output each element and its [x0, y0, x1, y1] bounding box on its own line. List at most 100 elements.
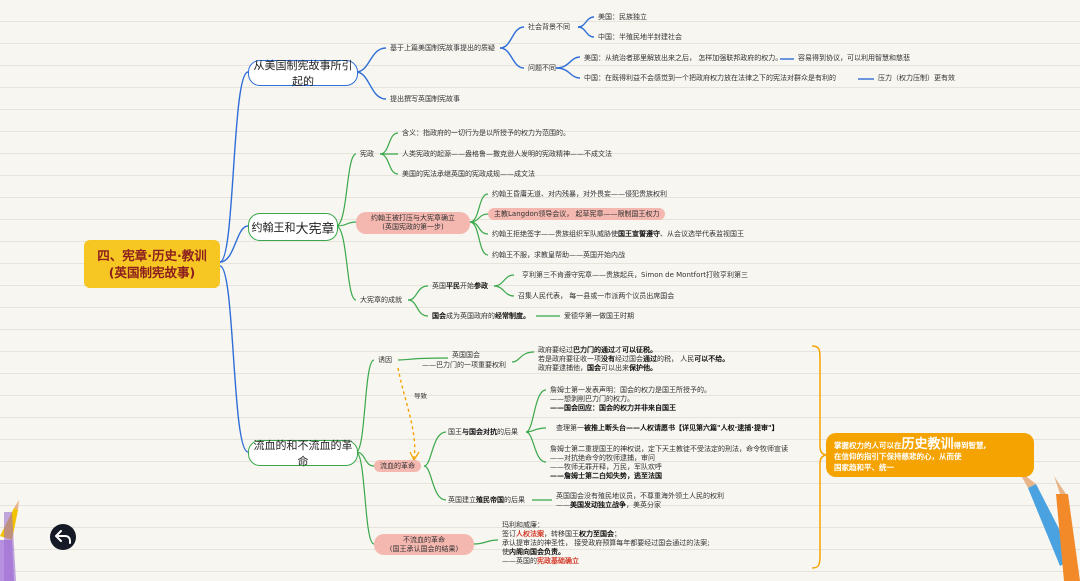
node-james-ii-flee[interactable]: ——詹姆士第二白知失势，逃至法国 [550, 472, 662, 480]
text-bold: 经常制度。 [495, 312, 530, 320]
text-part: 成为英国政府的 [446, 312, 495, 320]
summary-line-2: 在信仰的指引下保持慈悲的心，从而使 [834, 452, 962, 461]
node-uk-parliament[interactable]: 英国国会 [452, 351, 480, 359]
node-james-i-statement[interactable]: 詹姆士第一发表声明：国会的权力是国王所授予的。 [550, 386, 711, 394]
pencil-icon [0, 500, 19, 581]
text-bold: 保护他。 [629, 364, 657, 372]
text-part: 约翰王拒绝签字——贵族组织军队威胁使 [492, 230, 618, 238]
node-commoners[interactable]: 英国平民开始参政 [432, 282, 488, 291]
text-part: 的税， 人民 [657, 355, 695, 363]
node-cabinet[interactable]: 使内阁向国会负责。 [502, 548, 565, 557]
text-bold: 被推上断头台——人权请愿书 [584, 424, 675, 432]
root-node[interactable]: 四、宪章·历史·教训 (英国制宪故事) [84, 240, 220, 288]
text-bold: 国会对抗 [469, 428, 497, 436]
back-button[interactable] [50, 524, 76, 550]
text-bold: 国会 [432, 312, 446, 320]
node-john-tyranny[interactable]: 约翰王昏庸无道、对内残暴，对外畏妄——侵犯贵族权利 [492, 190, 667, 198]
node-question[interactable]: 基于上篇美国制宪故事提出的质疑 [390, 44, 495, 52]
text-part: 国王 [448, 428, 462, 436]
text-bold: 巴力门的通过 [573, 346, 615, 354]
text-part: 查理第一 [556, 424, 584, 432]
pill-line: (英国宪政的第一步) [382, 223, 444, 231]
node-us-problem[interactable]: 美国：从统治者那里解放出来之后， 怎样加强联邦政府的权力。 [584, 54, 783, 62]
text-part: 可以出来 [601, 364, 629, 372]
node-us-independence-war[interactable]: ——美国发动独立战争，美英分家 [556, 501, 661, 510]
node-bloody-revolution[interactable]: 流血的革命 [374, 460, 421, 472]
node-parliament[interactable]: 国会成为英国政府的经常制度。 [432, 312, 530, 321]
node-constitution-base[interactable]: ——英国的宪政基础确立 [502, 557, 579, 566]
text-bold: 可以征税。 [622, 346, 657, 354]
text-bold: 参政 [474, 282, 488, 290]
branch-king-john-magna-carta[interactable]: 约翰王和大宪章 [248, 213, 338, 241]
node-china-society[interactable]: 中国：半殖民地半封建社会 [598, 33, 682, 41]
node-king-vs-parliament[interactable]: 国王与国会对抗的后果 [448, 428, 518, 437]
text-part: ； [614, 530, 621, 538]
text-bold: 与 [462, 428, 469, 436]
node-background[interactable]: 社会背景不同 [528, 23, 570, 31]
node-no-colonial-reps[interactable]: 英国国会没有殖民地议员，不尊重海外领土人民的权利 [556, 492, 724, 500]
node-charles-i[interactable]: 查理第一被推上断头台——人权请愿书【详见第六篇"人权·逮捕·提审"】 [556, 424, 779, 433]
node-parliament-right[interactable]: ——巴力门的一项重要权利 [422, 361, 506, 369]
text-part: 英国建立 [448, 496, 476, 504]
node-priests-freed[interactable]: ——牧师无罪开释，万民，军队欢呼 [550, 463, 662, 471]
node-civil-war[interactable]: 约翰王不服，求教皇帮助——英国开始内战 [492, 251, 625, 259]
node-propose-uk[interactable]: 提出撰写英国制宪故事 [390, 95, 460, 103]
branch-label-large: 大宪章 [295, 221, 335, 237]
text-part: 签订 [502, 530, 516, 538]
summary-box[interactable]: 掌握权力的人可以在历史教训得到智慧, 在信仰的指引下保持慈悲的心，从而使 国家趋… [826, 433, 1034, 477]
summary-line-1: 掌握权力的人可以在历史教训得到智慧, [834, 437, 1026, 452]
node-john-suppressed[interactable]: 约翰王被打压与大宪章确立 (英国宪政的第一步) [356, 212, 470, 234]
node-edward-i[interactable]: 爱德华第一做国王时期 [564, 312, 634, 320]
text-part: 开始 [460, 282, 474, 290]
text-part: 若是政府要征收一项 [538, 355, 601, 363]
pill-line: 约翰王被打压与大宪章确立 [371, 214, 455, 222]
branch-revolutions[interactable]: 流血的和不流血的革命 [248, 439, 358, 468]
branch-us-constitution[interactable]: 从美国制宪故事所引起的 [248, 59, 358, 88]
node-origin[interactable]: 人类宪政的起源——盎格鲁—撒克逊人发明的宪政精神——不成文法 [402, 150, 612, 158]
node-china-problem[interactable]: 中国：在既得利益不会感觉到一个把政府权力放在法律之下的宪法对群众是有利的 [584, 74, 836, 82]
branch-label: 约翰王和 [251, 221, 296, 234]
text-bold: 通过 [643, 355, 657, 363]
node-us-independence[interactable]: 美国：民族独立 [598, 13, 647, 21]
text-bold: 没有 [601, 355, 615, 363]
node-james-i-strip[interactable]: ——想剥削巴力门的权力。 [550, 395, 634, 403]
node-mary-william[interactable]: 玛利和威廉： [502, 521, 544, 529]
node-henry-iii[interactable]: 亨利第三不肯遵守宪章——贵族起兵，Simon de Montfort打败亨利第三 [522, 271, 748, 279]
pill-line: 不流血的革命 [403, 535, 445, 544]
node-representatives[interactable]: 召集人民代表， 每一县或一市派两个议员出席国会 [518, 292, 675, 300]
text-bold: 可以不给。 [694, 355, 730, 363]
text-part: 使 [502, 548, 509, 556]
text-part: 的后果 [504, 496, 525, 504]
node-priests-arrested[interactable]: ——对抗绝命令的牧师逮捕，审问 [550, 454, 655, 462]
node-achievements[interactable]: 大宪章的成就 [360, 296, 402, 304]
node-constitutionalism[interactable]: 宪政 [360, 150, 374, 158]
text-part: 政府要逮捕他， [538, 364, 587, 372]
node-bloodless-revolution[interactable]: 不流血的革命 (国王承认国会的结果) [374, 534, 474, 555]
text-bold: 美国发动独立战争 [570, 501, 626, 509]
label-leads-to: 导致 [414, 392, 427, 400]
node-cause[interactable]: 诱因 [378, 356, 392, 364]
text-bold: 【详见第六篇"人权·逮捕·提审"】 [675, 424, 779, 432]
text-highlight: 历史教训 [901, 437, 954, 452]
root-title: 四、宪章·历史·教训 [97, 248, 207, 263]
node-parliament-response[interactable]: ——国会回应：国会的权力并非来自国王 [550, 404, 676, 412]
node-bill-of-rights[interactable]: 签订人权法案，转移国王权力至国会； [502, 530, 621, 539]
node-james-ii[interactable]: 詹姆士第二重提国王的神权说，定下天主教徒不受法定的刑法，命令牧师宣读 [550, 445, 788, 453]
node-china-problem-result[interactable]: 压力（权力压制）更有效 [878, 74, 955, 82]
node-colonial-empire[interactable]: 英国建立殖民帝国的后果 [448, 496, 525, 505]
node-us-inherit[interactable]: 美国的宪法承继英国的宪政成规——成文法 [402, 170, 535, 178]
text-bold: 国会 [587, 364, 601, 372]
node-john-refuse[interactable]: 约翰王拒绝签字——贵族组织军队威胁使国王宣誓遵守、从会议选举代表监视国王 [492, 230, 744, 239]
node-tax-approval[interactable]: 政府要经过巴力门的通过才可以征税。 [538, 346, 657, 355]
text-part: —— [556, 501, 570, 509]
node-langdon[interactable]: 主教Langdon领导会议， 起草宪章——限制国王权力 [488, 208, 666, 220]
node-us-problem-result[interactable]: 容易得到协议，可以利用智慧和慈悲 [798, 54, 910, 62]
text-bold: 殖民帝国 [476, 496, 504, 504]
node-habeas-corpus[interactable]: 承认提审法的神圣性， 接受政府预算每年都要经过国会通过的法案; [502, 539, 710, 547]
node-definition[interactable]: 含义：指政府的一切行为是以所授予的权力为范围的。 [402, 129, 570, 137]
text-bold: 国王宣誓遵守 [618, 230, 660, 238]
node-arrest-protect[interactable]: 政府要逮捕他，国会可以出来保护他。 [538, 364, 657, 373]
node-problems[interactable]: 问题不同 [528, 64, 556, 72]
node-tax-refuse[interactable]: 若是政府要征收一项没有经过国会通过的税， 人民可以不给。 [538, 355, 729, 364]
